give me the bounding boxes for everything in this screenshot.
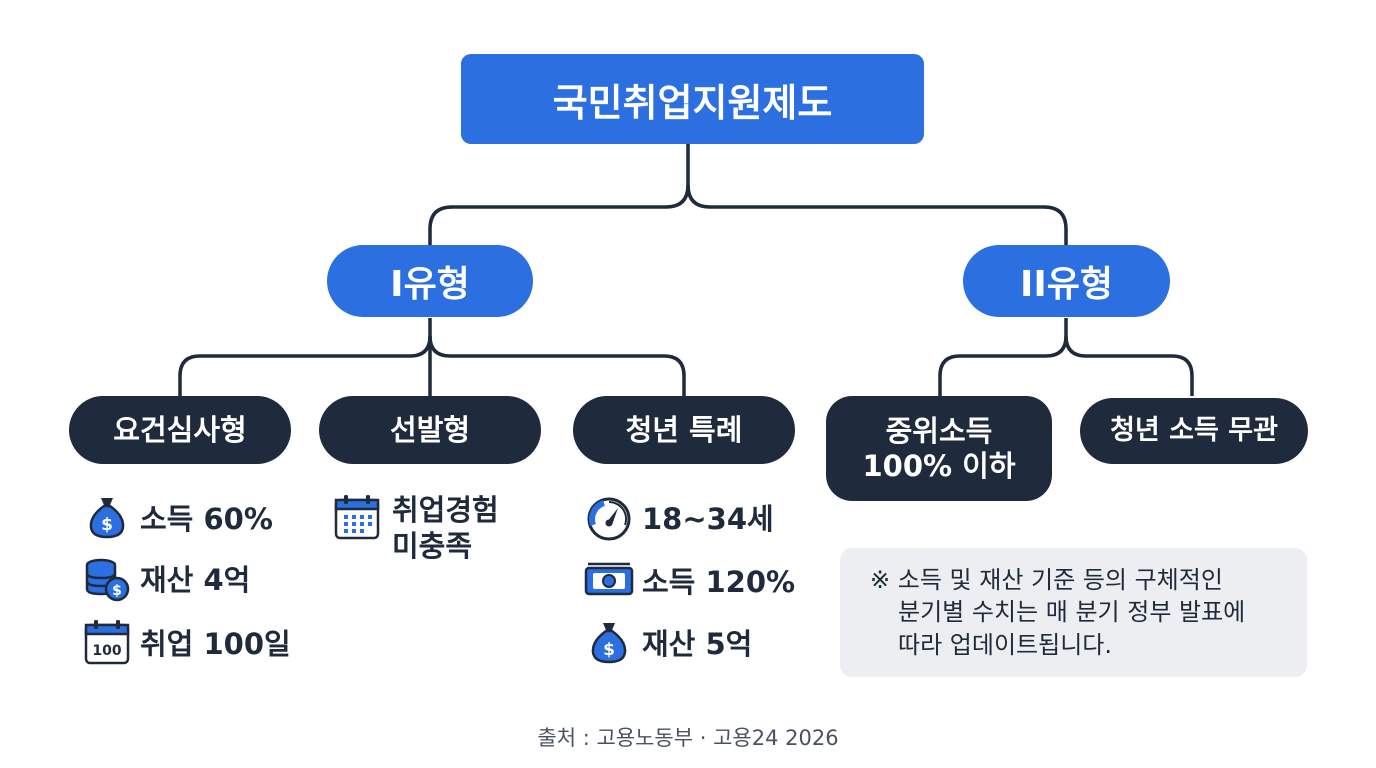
- subtype-requirement: 요건심사형: [69, 396, 291, 464]
- criterion-no-work-experience: 취업경험 미충족: [332, 492, 499, 565]
- criterion-assets-4: $ 재산 4억: [82, 553, 250, 603]
- connector-type1-requirement: [178, 318, 432, 396]
- subtype-selection: 선발형: [319, 396, 541, 464]
- coin-stack-icon: $: [85, 558, 130, 602]
- connector-type1-youth: [428, 335, 686, 396]
- calendar-icon: [334, 495, 380, 540]
- criterion-line2: 미충족: [392, 529, 473, 564]
- svg-text:100: 100: [92, 643, 121, 659]
- criterion-income-120: 소득 120%: [584, 555, 795, 605]
- criterion-assets-5: $ 재산 5억: [584, 617, 752, 667]
- speedometer-icon: [587, 497, 631, 541]
- criterion-line1: 취업경험: [392, 493, 499, 527]
- banknote-icon: [584, 562, 634, 596]
- type1-node: I유형: [327, 245, 533, 317]
- money-bag-icon: $: [89, 498, 125, 539]
- median-income-line1: 중위소득: [885, 413, 993, 448]
- note-line2: 분기별 수치는 매 분기 정부 발표에: [898, 598, 1246, 627]
- criterion-label: 18~34세: [642, 502, 774, 536]
- calendar-100-icon: 100: [84, 620, 130, 665]
- subtype-youth-special: 청년 특례: [573, 396, 795, 464]
- connector-root-type1: [428, 144, 690, 245]
- subtype-median-income: 중위소득 100% 이하: [826, 396, 1052, 501]
- money-bag-icon: $: [591, 623, 627, 664]
- note-box: ※ 소득 및 재산 기준 등의 구체적인 분기별 수치는 매 분기 정부 발표에…: [840, 548, 1307, 677]
- criterion-label: 소득 60%: [140, 502, 273, 536]
- connector-type2-median: [938, 318, 1068, 396]
- criterion-label: 소득 120%: [642, 565, 796, 599]
- criterion-label: 재산 5억: [642, 627, 753, 661]
- svg-text:$: $: [603, 640, 615, 660]
- svg-text:$: $: [112, 583, 122, 599]
- subtype-youth-any-income: 청년 소득 무관: [1080, 398, 1308, 464]
- note-line1: ※ 소득 및 재산 기준 등의 구체적인: [870, 566, 1223, 594]
- source-caption: 출처 : 고용노동부 · 고용24 2026: [537, 726, 839, 750]
- connector-root-type2: [686, 184, 1068, 245]
- criterion-income-60: $ 소득 60%: [82, 492, 273, 542]
- type2-node: II유형: [963, 245, 1170, 317]
- criterion-label: 취업 100일: [140, 627, 291, 661]
- criterion-age-18-34: 18~34세: [584, 492, 774, 542]
- root-node: 국민취업지원제도: [461, 54, 924, 144]
- svg-text:$: $: [101, 515, 113, 535]
- median-income-line2: 100% 이하: [862, 448, 1016, 483]
- connector-type2-youth: [1064, 335, 1194, 396]
- criterion-label: 재산 4억: [140, 563, 251, 597]
- criterion-employment-100: 100 취업 100일: [82, 617, 291, 667]
- note-line3: 따라 업데이트됩니다.: [898, 630, 1112, 659]
